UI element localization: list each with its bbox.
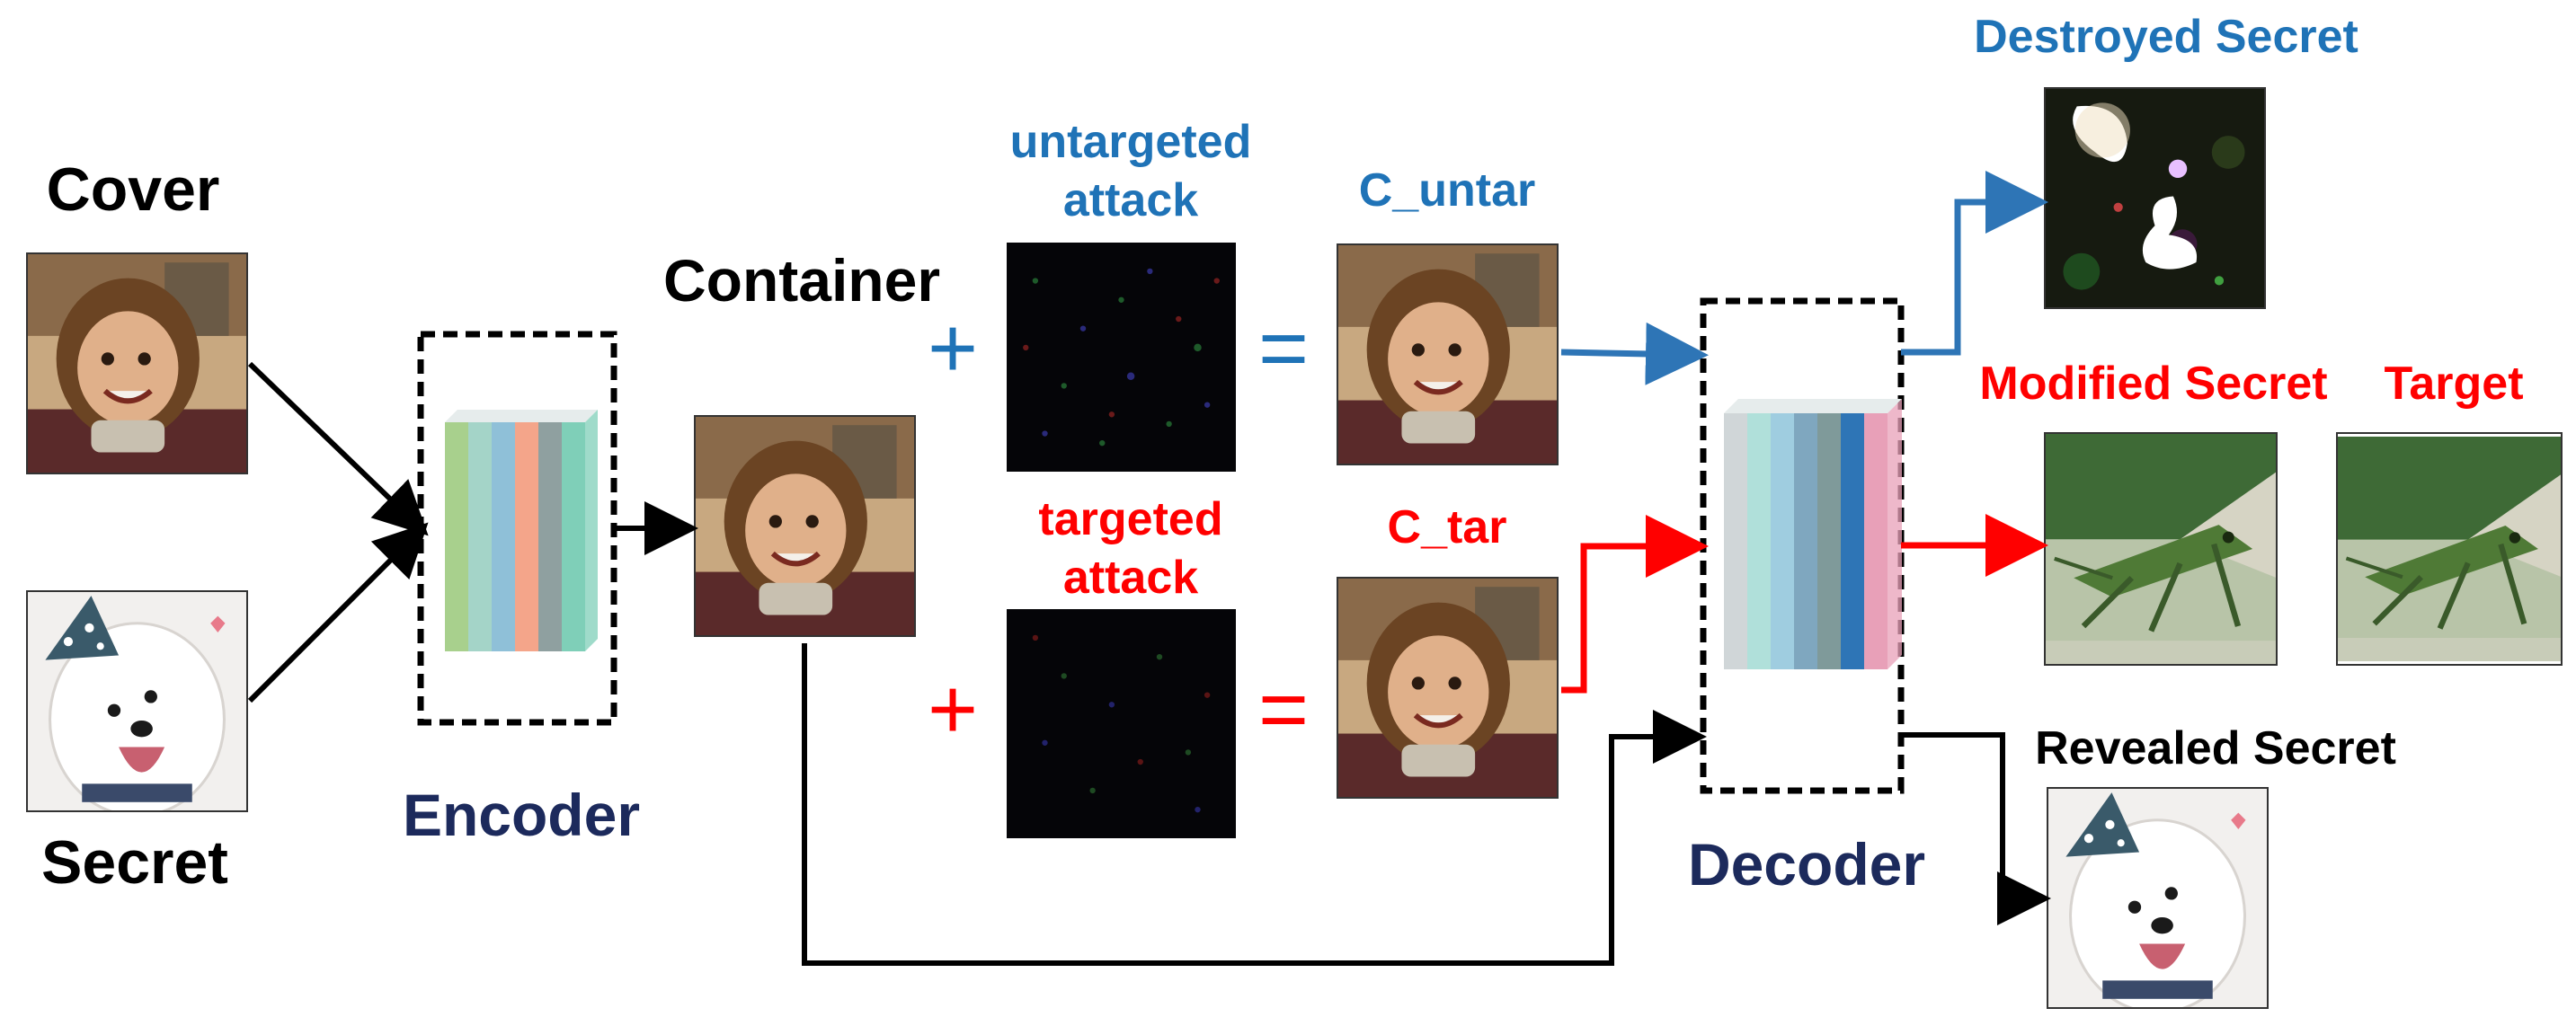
encoder-layer: [492, 422, 515, 651]
modified-secret-image: [2044, 432, 2278, 666]
targeted-attack-label-line2: attack: [1063, 552, 1198, 604]
encoder-layer: [515, 422, 538, 651]
targeted-attack-label-line1: targeted: [1038, 493, 1222, 545]
untargeted-attack-label-line1: untargeted: [1010, 116, 1252, 168]
encoder-label: Encoder: [403, 782, 640, 848]
container-image: [694, 415, 916, 637]
c-tar-image: [1337, 577, 1559, 799]
secret-to-encoder-arrow: [247, 522, 429, 703]
destroyed-secret-label: Destroyed Secret: [1974, 11, 2358, 63]
c-tar-to-decoder-arrow: [1561, 515, 1709, 694]
targeted-perturbation-image: [1007, 609, 1236, 838]
c-untar-label: C_untar: [1359, 164, 1535, 217]
encoder-layer: [538, 422, 562, 651]
decoder-label: Decoder: [1688, 831, 1925, 898]
equals-targeted-sign: =: [1258, 661, 1309, 757]
revealed-secret-image: [2047, 787, 2269, 1009]
encoder-top-face: [445, 410, 598, 422]
decoder-layer-stack: [1724, 399, 1902, 669]
decoder-layer: [1864, 413, 1888, 669]
c-untar-to-decoder-arrow: [1560, 322, 1709, 385]
decoder-to-destroyed-secret-arrow: [1901, 171, 2048, 356]
plus-untargeted-sign: +: [928, 300, 978, 396]
container-label: Container: [663, 247, 940, 314]
decoder-side-face: [1888, 399, 1902, 669]
secret-image: [26, 590, 248, 812]
target-image: [2336, 432, 2563, 666]
c-untar-image: [1337, 243, 1559, 465]
decoder-layer: [1817, 413, 1841, 669]
cover-to-encoder-arrow: [247, 361, 429, 536]
container-to-decoder-arrow: [802, 643, 1707, 966]
encoder-layer: [562, 422, 585, 651]
encoder-layer: [468, 422, 492, 651]
untargeted-perturbation-image: [1007, 243, 1236, 472]
secret-label: Secret: [41, 828, 228, 897]
decoder-layer: [1771, 413, 1794, 669]
decoder-top-face: [1724, 399, 1902, 413]
encoder-layer-stack: [445, 410, 598, 651]
decoder-layer: [1747, 413, 1771, 669]
untargeted-attack-label-line2: attack: [1063, 174, 1198, 226]
decoder-layer: [1794, 413, 1817, 669]
destroyed-secret-image: [2044, 87, 2266, 309]
cover-label: Cover: [47, 155, 220, 224]
cover-image: [26, 252, 248, 474]
equals-untargeted-sign: =: [1258, 300, 1309, 396]
c-tar-label: C_tar: [1388, 501, 1507, 553]
encoder-layer: [445, 422, 468, 651]
decoder-to-revealed-secret-arrow: [1901, 732, 2051, 925]
revealed-secret-label: Revealed Secret: [2035, 722, 2396, 774]
decoder-layer: [1724, 413, 1747, 669]
decoder-layer: [1841, 413, 1864, 669]
modified-secret-label: Modified Secret: [1979, 358, 2327, 410]
encoder-side-face: [585, 410, 598, 651]
plus-targeted-sign: +: [928, 661, 978, 757]
target-label: Target: [2384, 358, 2523, 410]
